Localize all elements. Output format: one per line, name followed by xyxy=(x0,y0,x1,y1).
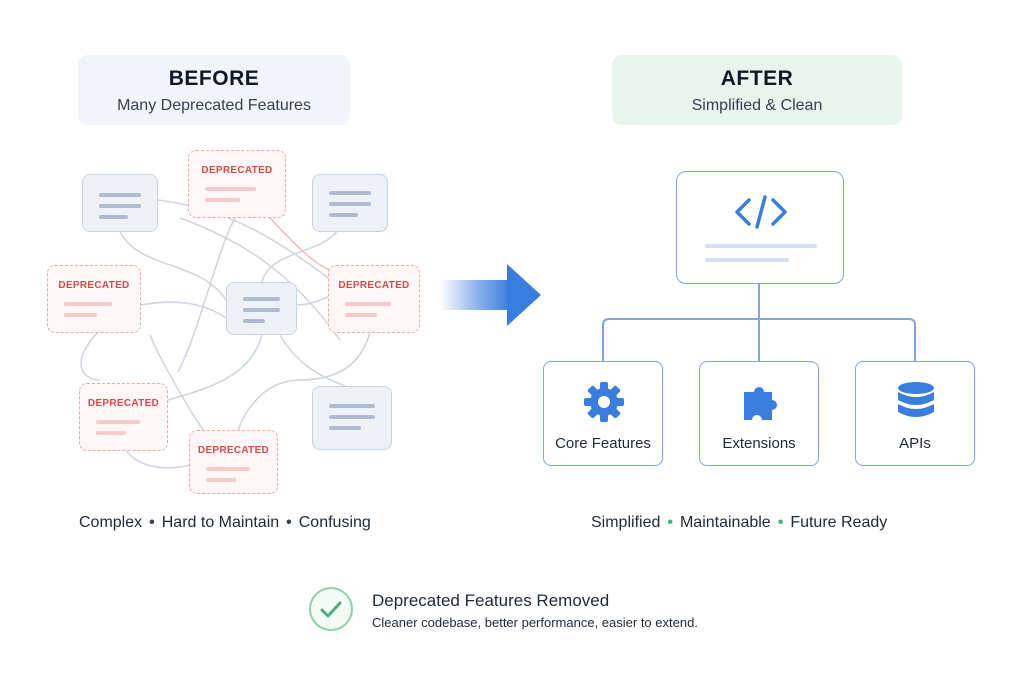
before-title: BEFORE xyxy=(168,67,260,90)
caption-item: Maintainable xyxy=(679,514,771,531)
feature-node xyxy=(226,282,297,335)
tree-links xyxy=(602,284,916,361)
feature-label: APIs xyxy=(899,435,931,452)
deprecated-label: DEPRECATED xyxy=(338,280,410,291)
deprecated-node: DEPRECATED xyxy=(47,265,141,333)
bullet-icon: • xyxy=(667,514,673,531)
deprecated-label: DEPRECATED xyxy=(87,398,160,409)
feature-label: Core Features xyxy=(555,435,651,452)
deprecated-node: DEPRECATED xyxy=(189,430,278,494)
gear-icon xyxy=(584,382,624,422)
deprecated-label: DEPRECATED xyxy=(58,280,130,291)
deprecated-node: DEPRECATED xyxy=(79,383,168,451)
placeholder-line xyxy=(705,258,789,262)
core-features-card: Core Features xyxy=(543,361,663,466)
transition-arrow-icon xyxy=(440,264,541,326)
after-header: AFTER Simplified & Clean xyxy=(612,55,902,125)
before-caption: Complex • Hard to Maintain • Confusing xyxy=(79,514,371,532)
caption-item: Future Ready xyxy=(790,514,888,531)
after-title: AFTER xyxy=(720,67,794,90)
apis-card: APIs xyxy=(855,361,975,466)
bullet-icon: • xyxy=(286,514,292,531)
before-subtitle: Many Deprecated Features xyxy=(117,97,311,114)
caption-item: Simplified xyxy=(591,514,661,531)
footer-description: Cleaner codebase, better performance, ea… xyxy=(372,615,698,630)
caption-item: Hard to Maintain xyxy=(161,514,280,531)
deprecated-node: DEPRECATED xyxy=(328,265,420,333)
after-subtitle: Simplified & Clean xyxy=(691,97,823,114)
code-icon xyxy=(735,195,787,229)
before-header: BEFORE Many Deprecated Features xyxy=(78,55,350,125)
after-caption: Simplified • Maintainable • Future Ready xyxy=(591,514,887,532)
caption-item: Confusing xyxy=(298,514,371,531)
bullet-icon: • xyxy=(149,514,155,531)
feature-node xyxy=(312,174,388,232)
feature-node xyxy=(312,386,392,450)
feature-label: Extensions xyxy=(722,435,796,452)
extensions-card: Extensions xyxy=(699,361,819,466)
bullet-icon: • xyxy=(777,514,784,531)
feature-node xyxy=(82,174,158,232)
check-circle-icon xyxy=(309,587,353,631)
deprecated-node: DEPRECATED xyxy=(188,150,286,218)
tangled-links xyxy=(80,199,371,469)
caption-item: Complex xyxy=(79,514,143,531)
core-module-card xyxy=(676,171,844,284)
footer-title: Deprecated Features Removed xyxy=(372,591,610,610)
puzzle-icon xyxy=(744,387,777,420)
deprecated-label: DEPRECATED xyxy=(197,445,270,456)
placeholder-line xyxy=(705,244,817,248)
deprecated-label: DEPRECATED xyxy=(201,165,273,176)
database-icon xyxy=(898,382,934,417)
